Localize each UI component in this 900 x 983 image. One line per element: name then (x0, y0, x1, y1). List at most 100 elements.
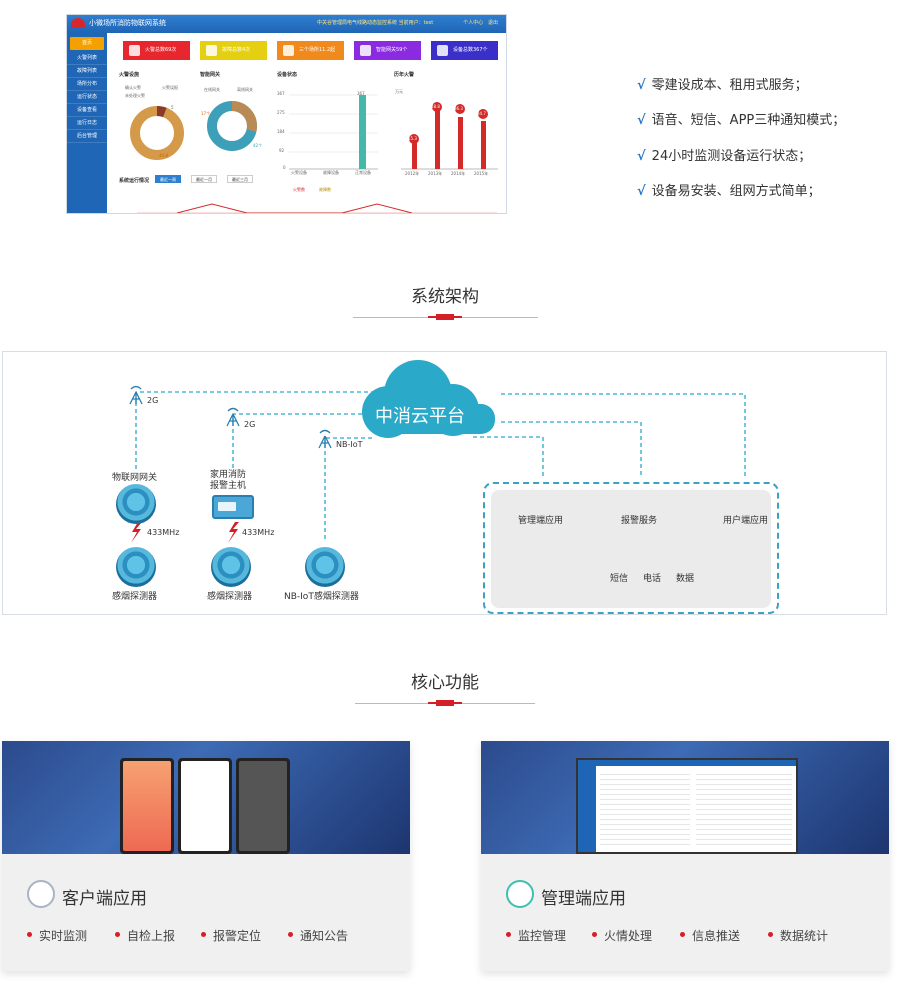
phone-mockup (178, 758, 232, 854)
feature-item: √零建设成本、租用式服务； (637, 78, 808, 93)
feature-bullet: 信息推送 (679, 929, 741, 943)
stat-card-fault[interactable]: 故障总数4次 (200, 41, 267, 60)
detector-label: 感烟探测器 (112, 592, 158, 602)
check-icon: √ (637, 113, 646, 128)
network-label-2g: 2G (147, 396, 159, 405)
legend-fire-unhandled: 未处理火警 (125, 93, 145, 98)
yearly-bar-chart (401, 102, 498, 170)
alarm-host-icon (212, 495, 254, 519)
run-legend-fire: 火警数 (293, 187, 305, 192)
feature-bullet: 火情处理 (591, 929, 653, 943)
stat-card-fire[interactable]: 火警总数69次 (123, 41, 190, 60)
feature-bullet: 数据统计 (767, 929, 829, 943)
feature-item: √语音、短信、APP三种通知模式； (637, 113, 846, 128)
sidebar-item-fault-list[interactable]: 故障列表 (67, 65, 107, 78)
heading-mark-icon (428, 314, 462, 320)
channel-data-label: 数据 (676, 574, 695, 584)
management-app-card[interactable]: 管理端应用 监控管理 火情处理 信息推送 数据统计 (481, 741, 889, 971)
feature-bullet: 实时监测 (26, 929, 88, 943)
run-line-chart (137, 203, 497, 213)
yearly-value-2: 36.3 (454, 106, 463, 111)
donut1-value-b: 44.8 (159, 153, 168, 158)
yearly-value-3: 34.7 (477, 111, 486, 116)
yearly-x-label-1: 2013年 (428, 171, 443, 176)
network-label-2g: 2G (244, 420, 256, 429)
cloud-icon (362, 360, 495, 438)
legend-fire-false: 火警误报 (162, 85, 178, 90)
feature-bullet: 通知公告 (287, 929, 349, 943)
feature-bullet: 自检上报 (114, 929, 176, 943)
nbiot-detector-label: NB-IoT感烟探测器 (284, 592, 359, 602)
application-panel-inner (491, 490, 771, 608)
client-app-title: 客户端应用 (62, 889, 147, 909)
client-app-screenshot (2, 741, 410, 854)
smoke-detector-icon (116, 547, 156, 587)
stat-card-sites[interactable]: 三个场所11.2起 (277, 41, 344, 60)
device-y-tick-0: 367 (277, 91, 285, 96)
feature-item: √设备易安装、组网方式简单； (637, 184, 821, 199)
home-alarm-label: 家用消防 报警主机 (210, 470, 247, 491)
yearly-unit: 万元 (395, 89, 403, 94)
client-app-card[interactable]: 客户端应用 实时监测 自检上报 报警定位 通知公告 (2, 741, 410, 971)
dashboard-title: 小微场所消防物联网系统 (89, 19, 166, 27)
management-app-screenshot (481, 741, 889, 854)
panel-title-device: 设备状态 (277, 72, 298, 78)
check-icon: √ (637, 149, 646, 164)
nbiot-smoke-detector-icon (305, 547, 345, 587)
stat-card-devices[interactable]: 设备总数367个 (431, 41, 498, 60)
architecture-diagram: 中消云平台 2G 2G NB-IoT 物联网网关 家用消防 报警主机 433MH… (2, 351, 887, 615)
check-icon: √ (637, 184, 646, 199)
personal-center-link[interactable]: 个人中心 (463, 20, 484, 26)
phone-mockup (120, 758, 174, 854)
donut1-value-a: 5 (171, 105, 174, 110)
channel-phone-label: 电话 (643, 574, 662, 584)
dashboard-top-links: 个人中心 退出 (463, 19, 498, 26)
cloud-logo-icon (71, 18, 85, 28)
tab-last-week[interactable]: 最近一周 (155, 175, 181, 183)
dashboard-sidebar: 首页 火警列表 故障列表 场所分布 运行状态 设备查看 运行日志 后台管理 (67, 33, 107, 213)
sidebar-item-logs[interactable]: 运行日志 (67, 117, 107, 130)
architecture-heading: 系统架构 (411, 287, 479, 307)
run-status-title: 系统运行情况 (119, 178, 150, 184)
management-app-label: 管理端应用 (518, 516, 564, 526)
yearly-x-label-3: 2015年 (474, 171, 489, 176)
device-bar-chart (289, 94, 378, 170)
yearly-value-0: 15.3 (408, 136, 417, 141)
sidebar-item-devices[interactable]: 设备查看 (67, 104, 107, 117)
legend-gateway-offline: 离线网关 (237, 87, 253, 92)
sidebar-item-fire-list[interactable]: 火警列表 (67, 52, 107, 65)
dashboard-header: 小微场所消防物联网系统 中关谷管理局电气线路动态监控系统 当前用户：test 个… (67, 15, 506, 33)
sidebar-item-admin[interactable]: 后台管理 (67, 130, 107, 143)
device-x-label-2: 正常设备 (355, 170, 371, 175)
yearly-value-1: 48.8 (431, 104, 440, 109)
legend-gateway-online: 在线网关 (204, 87, 220, 92)
stat-card-gateways[interactable]: 智能网关59个 (354, 41, 421, 60)
phone-mockup (236, 758, 290, 854)
application-panel (483, 482, 779, 614)
fire-donut-chart (130, 106, 184, 160)
device-bar-normal (359, 95, 366, 169)
sidebar-item-home[interactable]: 首页 (70, 37, 104, 50)
donut2-value-b: 42个 (253, 143, 263, 148)
sidebar-item-site-map[interactable]: 场所分布 (67, 78, 107, 91)
tab-last-month[interactable]: 最近一月 (191, 175, 217, 183)
gateway-label: 物联网网关 (112, 473, 158, 483)
legend-fire-confirmed: 确认火警 (125, 85, 141, 90)
dashboard-center-text: 中关谷管理局电气线路动态监控系统 当前用户：test (317, 20, 434, 26)
gateway-icon (360, 45, 371, 56)
logout-link[interactable]: 退出 (487, 20, 498, 26)
smoke-detector-icon (211, 547, 251, 587)
management-app-title: 管理端应用 (541, 889, 626, 909)
device-y-tick-3: 92 (279, 148, 285, 153)
panel-title-gateway: 智能网关 (200, 72, 221, 78)
feature-bullet: 报警定位 (200, 929, 262, 943)
gateway-device-icon (116, 484, 156, 524)
run-legend-fault: 故障数 (319, 187, 331, 192)
frequency-label: 433MHz (242, 528, 275, 537)
channel-sms-label: 短信 (610, 574, 629, 584)
core-heading: 核心功能 (411, 673, 479, 693)
tab-last-three-months[interactable]: 最近三月 (227, 175, 253, 183)
sidebar-item-status[interactable]: 运行状态 (67, 91, 107, 104)
device-x-label-0: 火警设备 (291, 170, 307, 175)
device-x-label-1: 故障设备 (323, 170, 339, 175)
